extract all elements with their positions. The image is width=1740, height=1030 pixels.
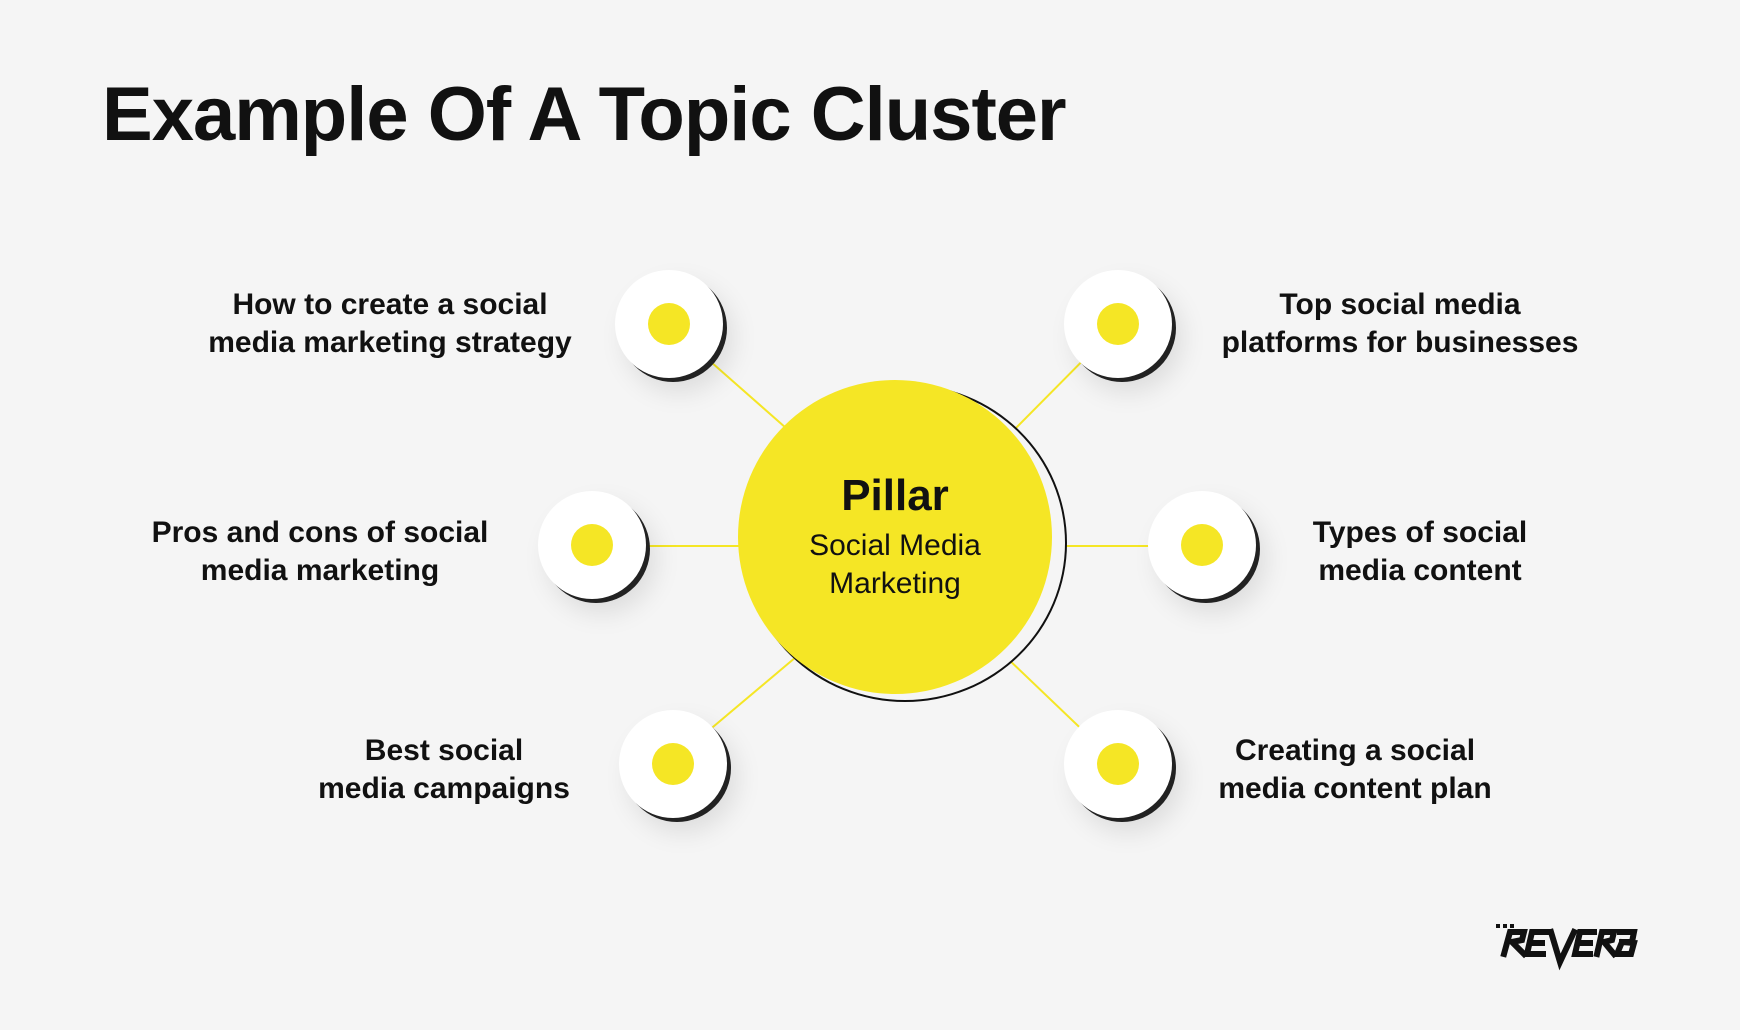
subtopic-node-top-right: [1064, 270, 1172, 378]
node-dot: [648, 303, 690, 345]
label-line: media campaigns: [318, 772, 570, 805]
pillar-circle: Pillar Social Media Marketing: [738, 380, 1052, 694]
subtopic-label-top-left: How to create a social media marketing s…: [180, 286, 600, 362]
node-dot: [652, 743, 694, 785]
label-line: Types of social: [1312, 516, 1528, 549]
subtopic-node-mid-right: [1148, 491, 1256, 599]
label-line: media content plan: [1218, 772, 1492, 805]
subtopic-node-bottom-right: [1064, 710, 1172, 818]
subtopic-label-mid-right: Types of social media content: [1300, 514, 1540, 590]
pillar-subtitle: Social Media Marketing: [809, 529, 981, 600]
pillar-heading: Pillar: [841, 471, 949, 520]
label-line: media marketing: [200, 554, 440, 587]
subtopic-label-top-right: Top social media platforms for businesse…: [1200, 286, 1600, 362]
label-line: Best social: [364, 734, 524, 767]
node-dot: [1097, 743, 1139, 785]
reverb-logo: [1496, 924, 1638, 971]
subtopic-label-bottom-left: Best social media campaigns: [304, 732, 584, 808]
subtopic-label-bottom-right: Creating a social media content plan: [1210, 732, 1500, 808]
label-line: Top social media: [1279, 288, 1521, 321]
label-line: Pros and cons of social: [151, 516, 489, 549]
subtopic-node-top-left: [615, 270, 723, 378]
node-dot: [1097, 303, 1139, 345]
label-line: media marketing strategy: [208, 326, 572, 359]
subtopic-node-mid-left: [538, 491, 646, 599]
label-line: Creating a social: [1234, 734, 1476, 767]
label-line: platforms for businesses: [1221, 326, 1579, 359]
label-line: How to create a social: [232, 288, 548, 321]
subtopic-node-bottom-left: [619, 710, 727, 818]
node-dot: [571, 524, 613, 566]
page-title: Example Of A Topic Cluster: [102, 72, 1067, 157]
subtopic-label-mid-left: Pros and cons of social media marketing: [130, 514, 510, 590]
node-dot: [1181, 524, 1223, 566]
label-line: media content: [1318, 554, 1522, 587]
